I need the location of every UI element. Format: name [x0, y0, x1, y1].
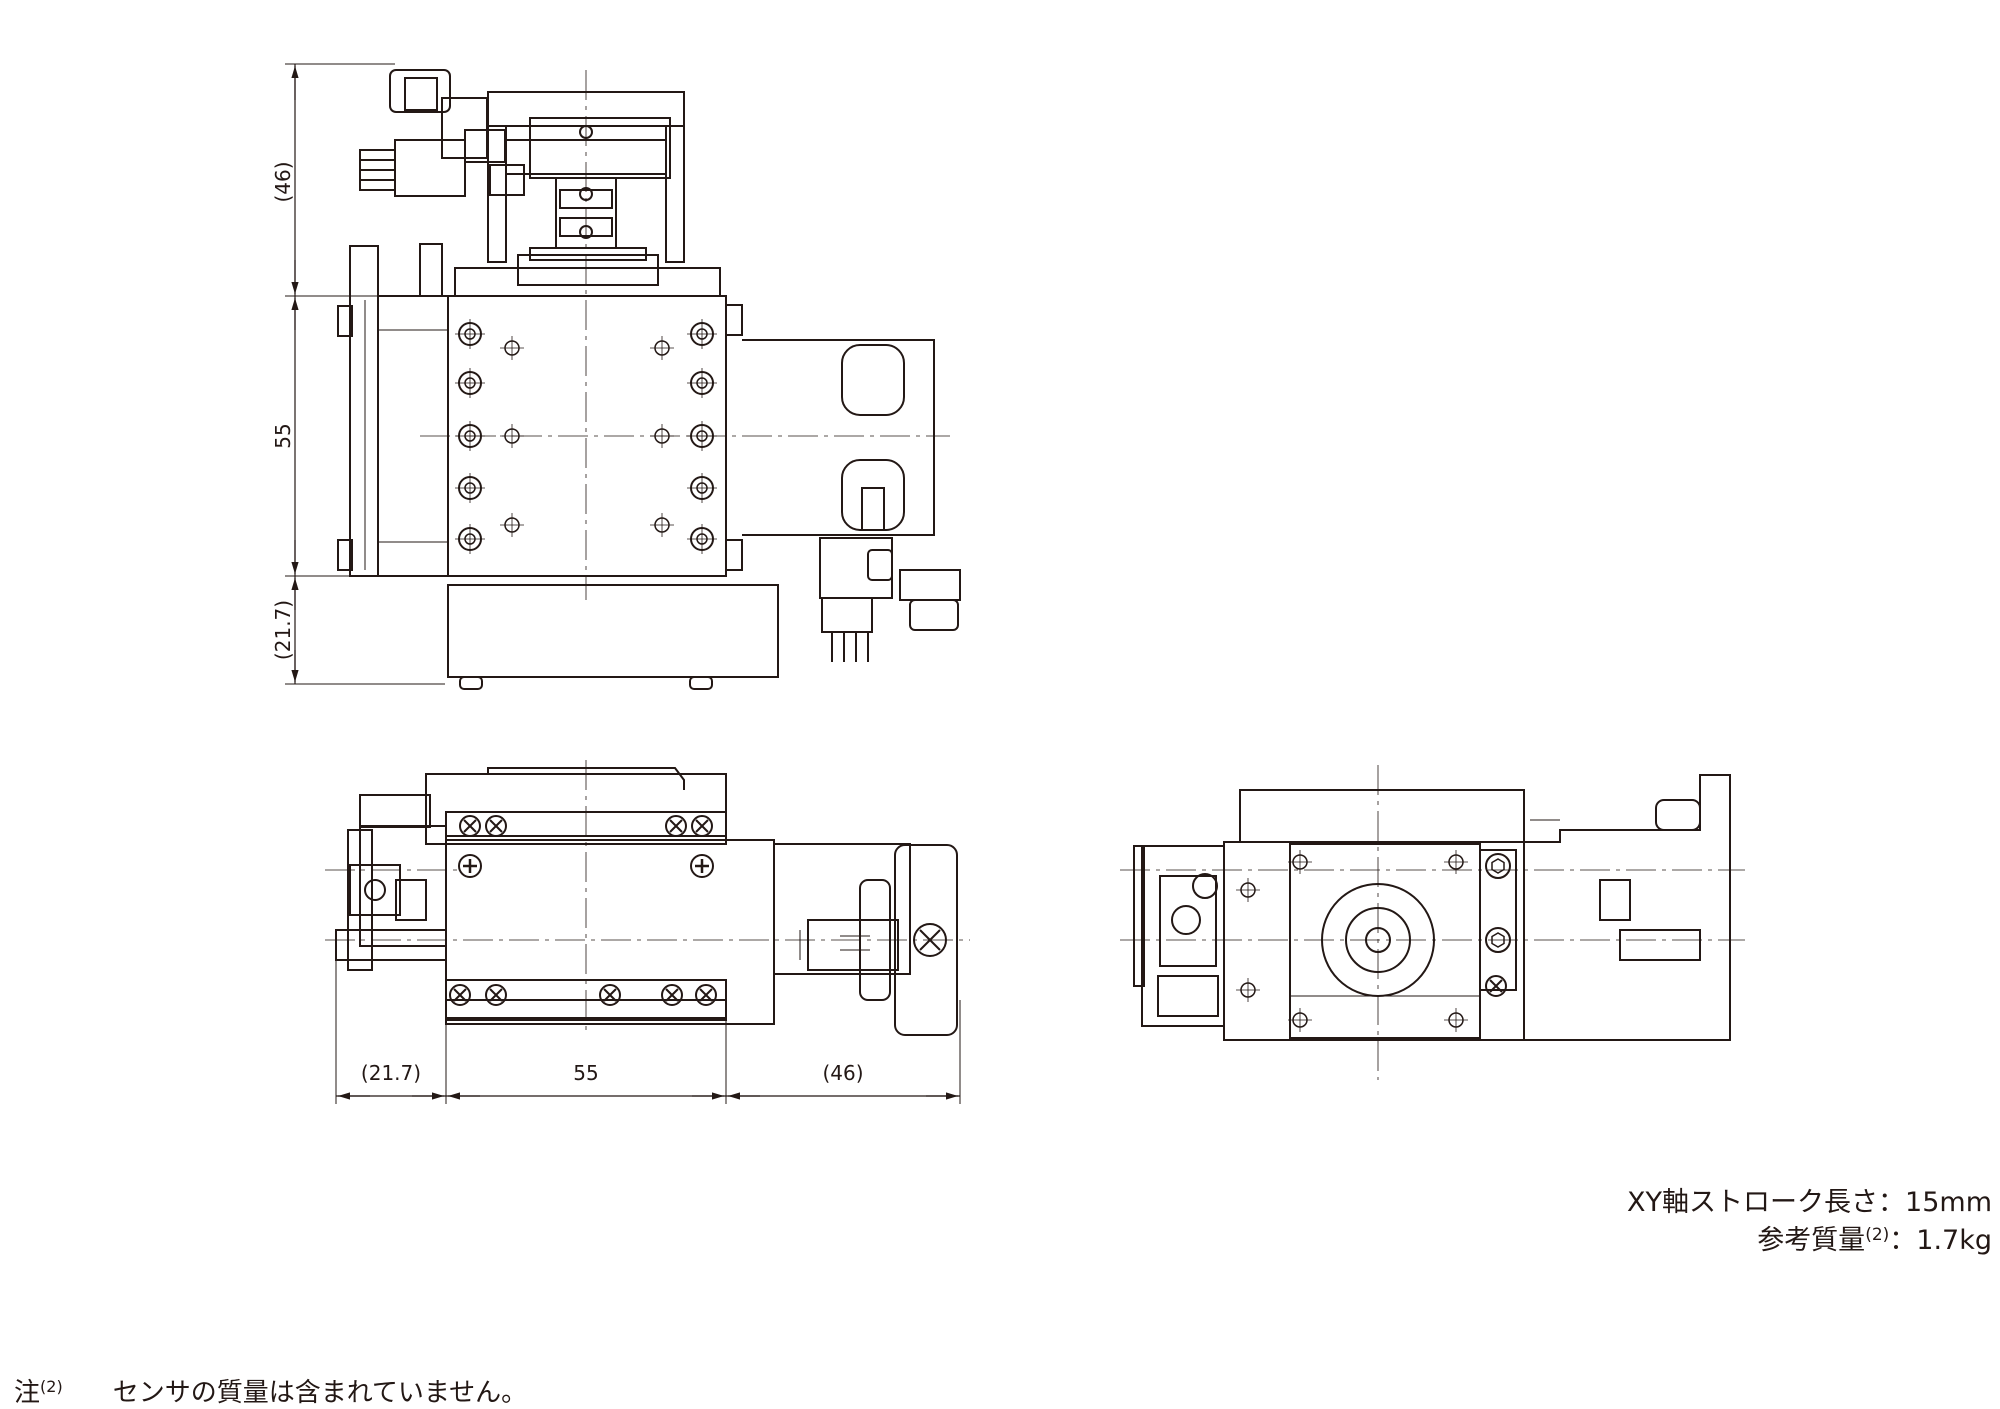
dim-bottom-mid: 55 — [573, 1061, 598, 1085]
dim-bottom-left: (21.7) — [361, 1061, 421, 1085]
footnote-text: センサの質量は含まれていません。 — [112, 1378, 528, 1408]
spec-mass-sep: ： — [1889, 1225, 1917, 1256]
spec-mass-note-ref: (2) — [1865, 1225, 1890, 1245]
spec-stroke: XY軸ストローク長さ：15mm — [1627, 1180, 1992, 1219]
dim-bottom-right: (46) — [822, 1061, 863, 1085]
spec-stroke-sep: ： — [1878, 1187, 1906, 1218]
spec-mass-value: 1.7kg — [1916, 1225, 1992, 1256]
dim-front-top: (46) — [271, 161, 295, 202]
spec-stroke-label: XY軸ストローク長さ — [1627, 1187, 1879, 1218]
side-view — [1120, 765, 1745, 1080]
plan-view — [325, 760, 970, 1104]
spec-stroke-value: 15mm — [1905, 1187, 1992, 1218]
footnote-label: 注 — [14, 1378, 41, 1408]
dim-front-bottom: (21.7) — [271, 600, 295, 660]
spec-mass-label: 参考質量 — [1757, 1225, 1866, 1256]
dim-front-mid: 55 — [271, 423, 295, 448]
front-view — [285, 63, 961, 690]
footnote: 注(2) センサの質量は含まれていません。 — [14, 1372, 527, 1409]
spec-mass: 参考質量(2)：1.7kg — [1757, 1218, 1992, 1257]
footnote-ref: (2) — [40, 1377, 63, 1396]
